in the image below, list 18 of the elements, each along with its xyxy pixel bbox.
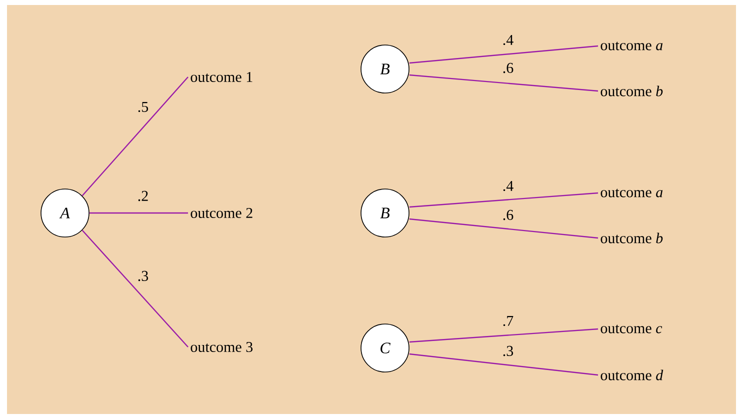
branch-line [409,328,598,343]
branch-line [409,218,598,239]
branch-line [409,353,598,376]
branch-line [409,192,598,208]
branch-line [409,74,598,92]
branch-line [82,76,188,196]
outcome-label: outcome a [600,42,663,50]
branch-line [82,230,188,348]
outcome-label: outcome 1 [190,72,252,82]
outcome-label: outcome b [600,232,663,244]
outcome-label: outcome c [600,324,662,334]
outcome-label: outcome 3 [190,342,253,352]
outcome-label: outcome a [600,188,663,198]
outcome-label: outcome 2 [190,208,252,218]
branch-line [89,212,188,214]
outcome-label: outcome b [600,86,663,96]
outcome-label: outcome d [600,370,664,380]
branch-line [409,45,598,64]
